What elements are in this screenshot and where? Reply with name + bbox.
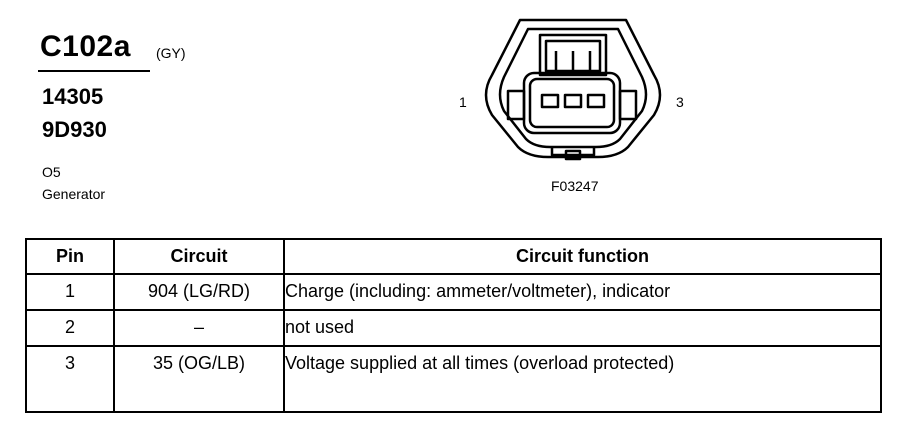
pin-cell: 2 xyxy=(25,309,115,347)
function-cell: not used xyxy=(283,309,882,347)
component-description-line-2: Generator xyxy=(42,186,106,202)
header-circuit: Circuit xyxy=(113,238,285,275)
table-row: 2 – not used xyxy=(25,309,882,347)
pin-table: Pin Circuit Circuit function 1 904 (LG/R… xyxy=(25,238,882,413)
function-cell: Charge (including: ammeter/voltmeter), i… xyxy=(283,273,882,311)
header-pin: Pin xyxy=(25,238,115,275)
pin-1-label: 1 xyxy=(459,94,467,110)
function-cell: Voltage supplied at all times (overload … xyxy=(283,345,882,413)
circuit-cell: – xyxy=(113,309,285,347)
connector-id: C102a xyxy=(40,30,131,63)
connector-color-code: (GY) xyxy=(156,45,186,61)
title-underline xyxy=(38,70,150,72)
pin-cell: 1 xyxy=(25,273,115,311)
part-number-2: 9D930 xyxy=(42,117,107,142)
pin-cell: 3 xyxy=(25,345,115,413)
header-circuit-function: Circuit function xyxy=(283,238,882,275)
table-row: 1 904 (LG/RD) Charge (including: ammeter… xyxy=(25,273,882,311)
circuit-cell: 904 (LG/RD) xyxy=(113,273,285,311)
figure-id: F03247 xyxy=(551,178,599,194)
pin-3-label: 3 xyxy=(676,94,684,110)
connector-face-illustration xyxy=(484,18,662,161)
component-description-line-1: O5 xyxy=(42,164,61,180)
table-row: 3 35 (OG/LB) Voltage supplied at all tim… xyxy=(25,345,882,413)
part-number-1: 14305 xyxy=(42,84,104,109)
table-header-row: Pin Circuit Circuit function xyxy=(25,238,882,275)
circuit-cell: 35 (OG/LB) xyxy=(113,345,285,413)
